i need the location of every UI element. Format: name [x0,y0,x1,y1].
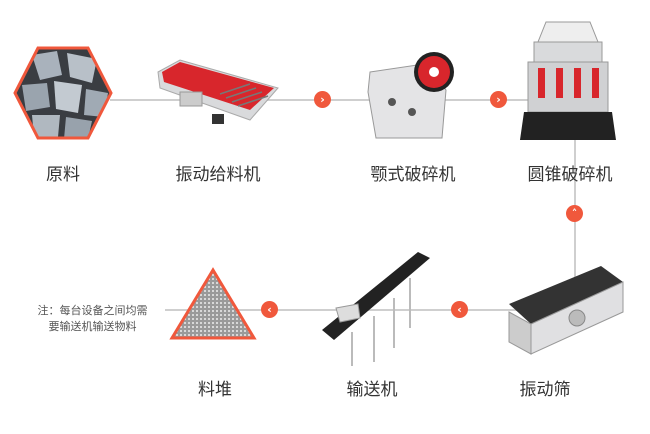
step-label-vibrating-feeder: 振动给料机 [175,165,261,185]
step-label-raw-material: 原料 [46,165,80,185]
step-label-vibrating-screen: 振动筛 [519,380,571,400]
note-line-1: 注：每台设备之间均需 [37,304,148,317]
stockpile-image [169,267,257,340]
arrow-up-icon: ˄ [566,205,583,222]
arrow-right-icon: › [490,91,507,108]
conveyor-image [322,252,430,366]
step-label-conveyor: 输送机 [346,380,398,400]
arrow-right-icon: › [314,91,331,108]
arrow-left-icon: ‹ [451,301,468,318]
note-line-2: 要输送机输送物料 [48,320,137,333]
vibrating-screen-image [508,266,624,355]
flow-line-right [574,140,576,310]
step-label-stockpile: 料堆 [198,380,232,400]
raw-material-image [13,46,113,140]
vibrating-feeder-image [157,59,279,124]
step-label-jaw-crusher: 颚式破碎机 [370,165,456,185]
flow-line-top [110,99,576,101]
flow-line-bottom [165,309,576,311]
arrow-left-icon: ‹ [261,301,278,318]
note-text: 注：每台设备之间均需 要输送机输送物料 [30,303,155,335]
step-label-cone-crusher: 圆锥破碎机 [527,165,613,185]
jaw-crusher-image [367,52,454,139]
cone-crusher-image [520,21,616,140]
